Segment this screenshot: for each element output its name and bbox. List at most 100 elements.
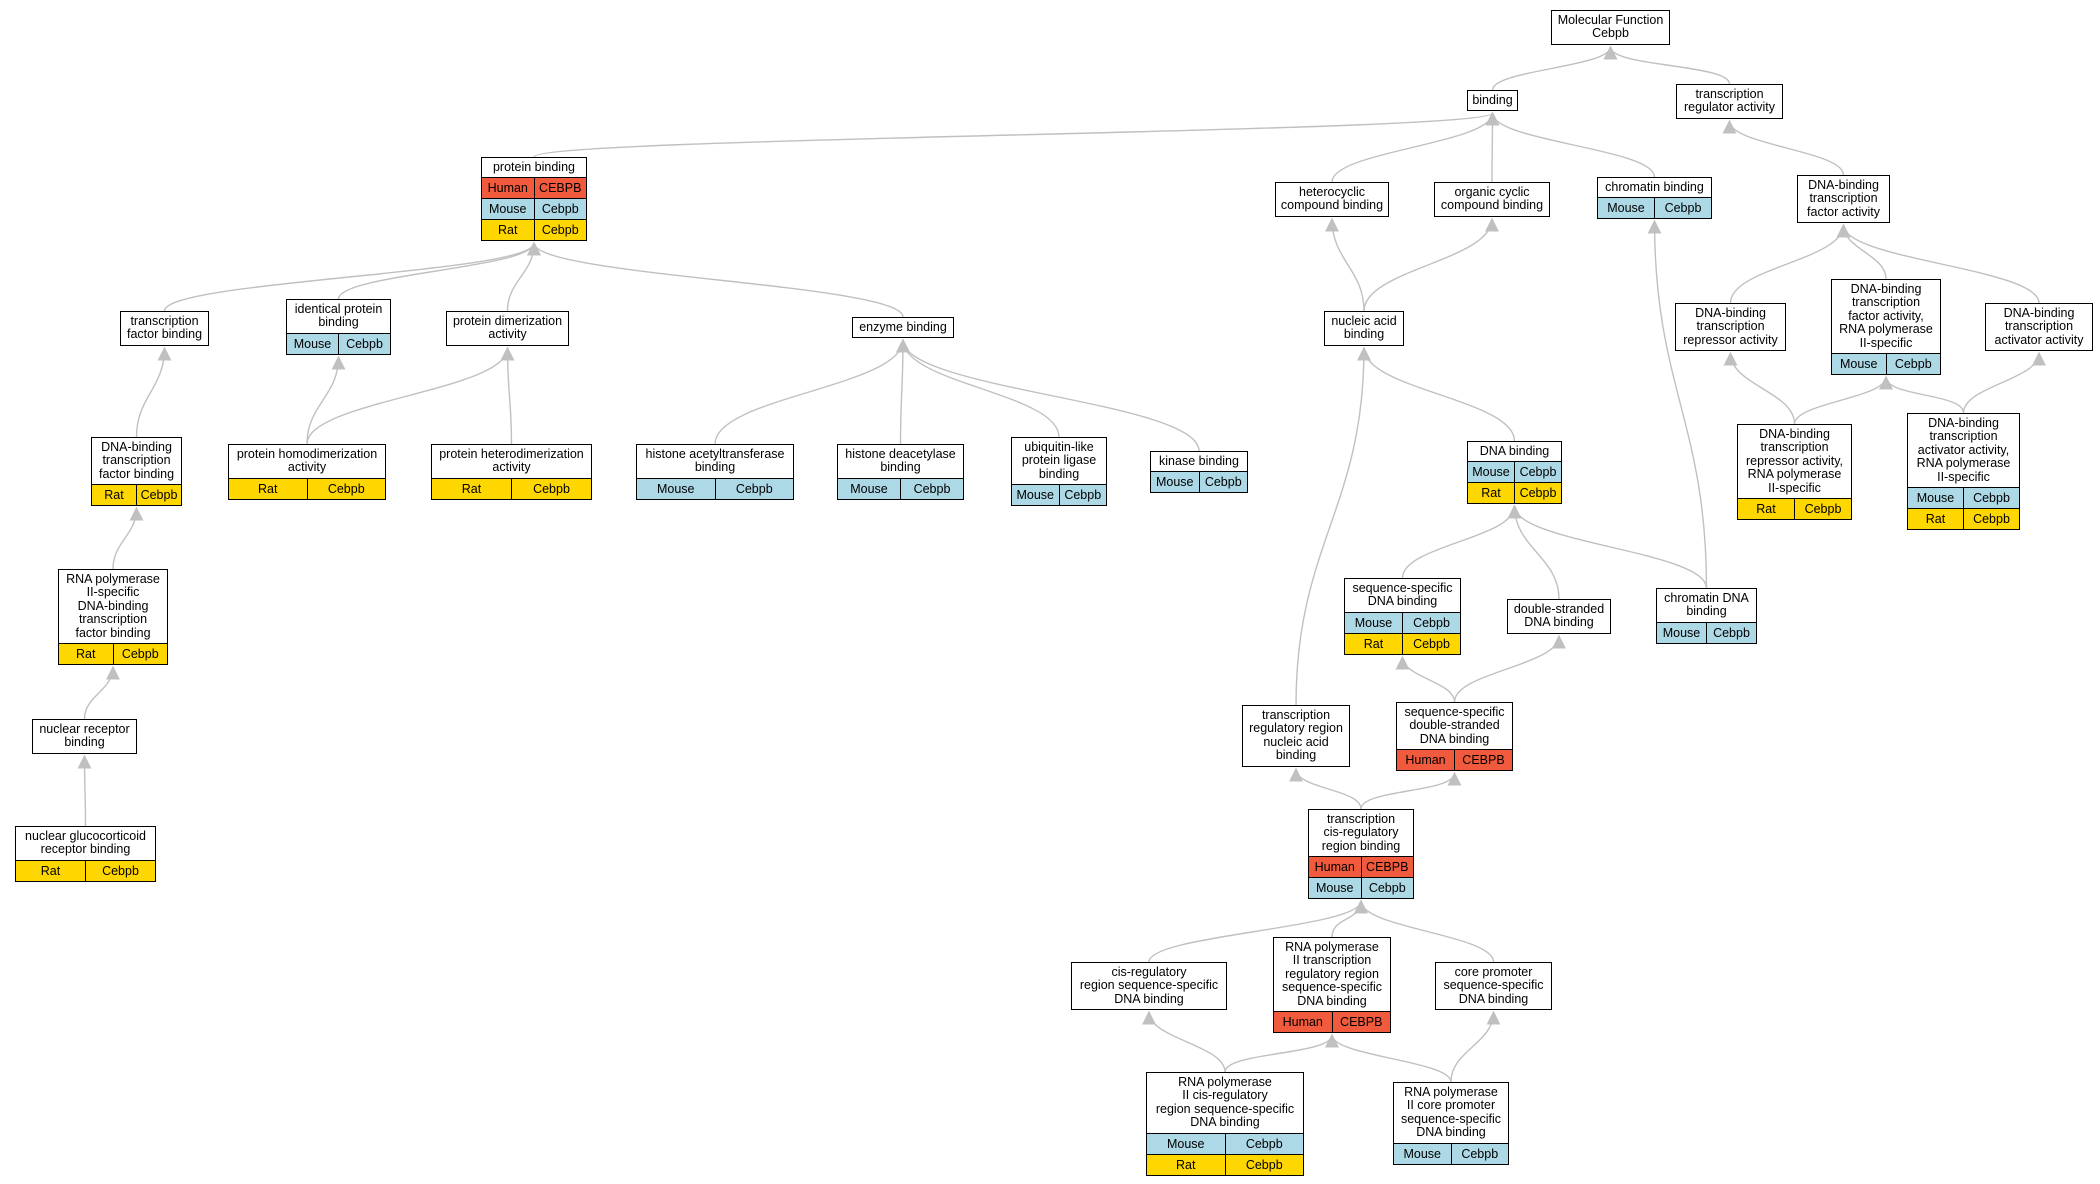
edge-chromatin-dna-binding-to-dna-binding [1507,504,1708,589]
gene-symbol: Cebpb [1794,499,1851,520]
gene-symbol: Cebpb [1450,1143,1509,1164]
edge-rnap2-dbtf-binding-to-dbtf-binding [112,506,144,570]
node-label: RNA polymerase II transcription regulato… [1281,940,1383,1008]
edge-ubiquitin-like-protein-ligase-binding-to-enzyme-binding [896,338,1060,438]
edge-cis-regulatory-region-ss-dna-binding-to-transcription-cis-regulatory-region-binding [1148,899,1368,963]
species-name: Mouse [1403,1146,1442,1161]
edge-dbtf-binding-to-transcription-factor-binding [135,346,172,438]
species-row-mouse: Mouse Cebpb [1832,353,1941,375]
edge-nuclear-glucocorticoid-receptor-binding-to-nuclear-receptor-binding [77,754,92,827]
gene-symbol: Cebpb [1402,633,1460,654]
node-label: cis-regulatory region sequence-specific … [1079,965,1219,1006]
gene-symbol: Cebpb [1963,488,2019,509]
node-label: DNA-binding transcription factor activit… [1807,178,1880,219]
edge-transcription-cis-regulatory-region-binding-to-sequence-specific-ds-dna-binding [1360,771,1462,810]
node-label: binding [1472,93,1513,107]
species-name: Mouse [656,481,695,496]
edge-protein-binding-to-binding [533,111,1499,158]
node-label: nuclear glucocorticoid receptor binding [25,829,146,857]
gene-symbol: Cebpb [1654,198,1711,219]
node-dbt-repressor-activity-rnap2: DNA-binding transcription repressor acti… [1737,424,1852,521]
node-label: transcription regulatory region nucleic … [1249,708,1343,763]
node-label: DNA-binding transcription repressor acti… [1683,306,1778,347]
gene-symbol: Cebpb [1224,1154,1304,1175]
node-nuclear-receptor-binding: nuclear receptor binding [32,719,137,754]
edge-enzyme-binding-to-protein-binding [527,241,904,318]
edge-rnap2-core-promoter-ss-dna-binding-to-rnap2-transcription-regulatory-region-ss-dna-binding [1325,1033,1452,1083]
species-name: Mouse [850,481,888,496]
node-label: DNA-binding transcription factor activit… [1839,282,1933,350]
gene-symbol: Cebpb [1514,462,1561,483]
gene-symbol: CEBPB [533,178,587,199]
node-dbtf-binding: DNA-binding transcription factor binding… [91,437,182,507]
species-name: Mouse [1166,1136,1205,1151]
node-label: transcription cis-regulatory region bind… [1321,812,1401,853]
edge-transcription-regulatory-region-nucleic-acid-binding-to-nucleic-acid-binding [1295,346,1371,706]
edge-rnap2-core-promoter-ss-dna-binding-to-core-promoter-ss-dna-binding [1450,1010,1501,1083]
node-transcription-cis-regulatory-region-binding: transcription cis-regulatory region bind… [1308,809,1414,900]
gene-symbol: Cebpb [1885,354,1941,375]
species-name: Mouse [1839,357,1878,372]
node-label: heterocyclic compound binding [1280,185,1384,213]
node-protein-dimerization-activity: protein dimerization activity [446,311,569,346]
species-name: Human [1314,860,1355,875]
node-label: DNA-binding transcription repressor acti… [1745,427,1843,495]
node-label: RNA polymerase II-specific DNA-binding t… [66,572,160,640]
species-name: Rat [1925,512,1946,527]
node-label: transcription regulator activity [1683,87,1775,115]
node-dbt-activator-activity-rnap2: DNA-binding transcription activator acti… [1907,413,2020,531]
gene-symbol: Cebpb [714,478,794,499]
edge-transcription-regulator-activity-to-molecular-function [1603,45,1731,85]
edge-dbt-repressor-activity-rnap2-to-dbtf-activity-rnap2 [1793,375,1893,425]
species-name: Mouse [1155,475,1194,490]
node-transcription-regulator-activity: transcription regulator activity [1676,84,1783,119]
gene-symbol: CEBPB [1360,857,1414,878]
gene-symbol: Cebpb [533,199,587,220]
gene-symbol: Cebpb [306,478,386,499]
species-row-human: Human CEBPB [1309,856,1414,878]
node-label: RNA polymerase II core promoter sequence… [1400,1085,1502,1140]
species-row-mouse: Mouse Cebpb [838,477,963,499]
node-dbtf-activity: DNA-binding transcription factor activit… [1797,175,1890,224]
gene-symbol: Cebpb [1706,622,1756,643]
edge-rnap2-cis-regulatory-region-ss-dna-binding-to-cis-regulatory-region-ss-dna-binding [1142,1010,1226,1073]
node-heterocyclic-compound-binding: heterocyclic compound binding [1275,182,1389,217]
node-dbt-activator-activity: DNA-binding transcription activator acti… [1985,303,2093,352]
node-label: DNA-binding transcription activator acti… [1916,416,2011,484]
node-label: transcription factor binding [126,314,203,342]
edge-sequence-specific-dna-binding-to-dna-binding [1401,504,1522,579]
gene-symbol: Cebpb [533,220,587,241]
node-organic-cyclic-compound-binding: organic cyclic compound binding [1434,182,1550,217]
node-label: histone acetyltransferase binding [645,447,785,475]
node-binding: binding [1467,90,1518,112]
node-label: chromatin binding [1605,180,1704,194]
edge-dbt-activator-activity-to-dbtf-activity [1836,223,2040,304]
node-rnap2-dbtf-binding: RNA polymerase II-specific DNA-binding t… [58,569,168,666]
gene-symbol: Cebpb [1058,485,1107,506]
edge-organic-cyclic-compound-binding-to-binding [1485,111,1500,183]
gene-symbol: Cebpb [136,485,181,506]
node-transcription-factor-binding: transcription factor binding [120,311,209,346]
edge-core-promoter-ss-dna-binding-to-transcription-cis-regulatory-region-binding [1354,899,1495,963]
node-label: RNA polymerase II cis-regulatory region … [1155,1075,1295,1130]
gene-symbol: Cebpb [900,478,963,499]
gene-symbol: CEBPB [1331,1012,1391,1033]
node-label: core promoter sequence-specific DNA bind… [1443,965,1544,1006]
node-dbtf-activity-rnap2: DNA-binding transcription factor activit… [1831,279,1941,376]
